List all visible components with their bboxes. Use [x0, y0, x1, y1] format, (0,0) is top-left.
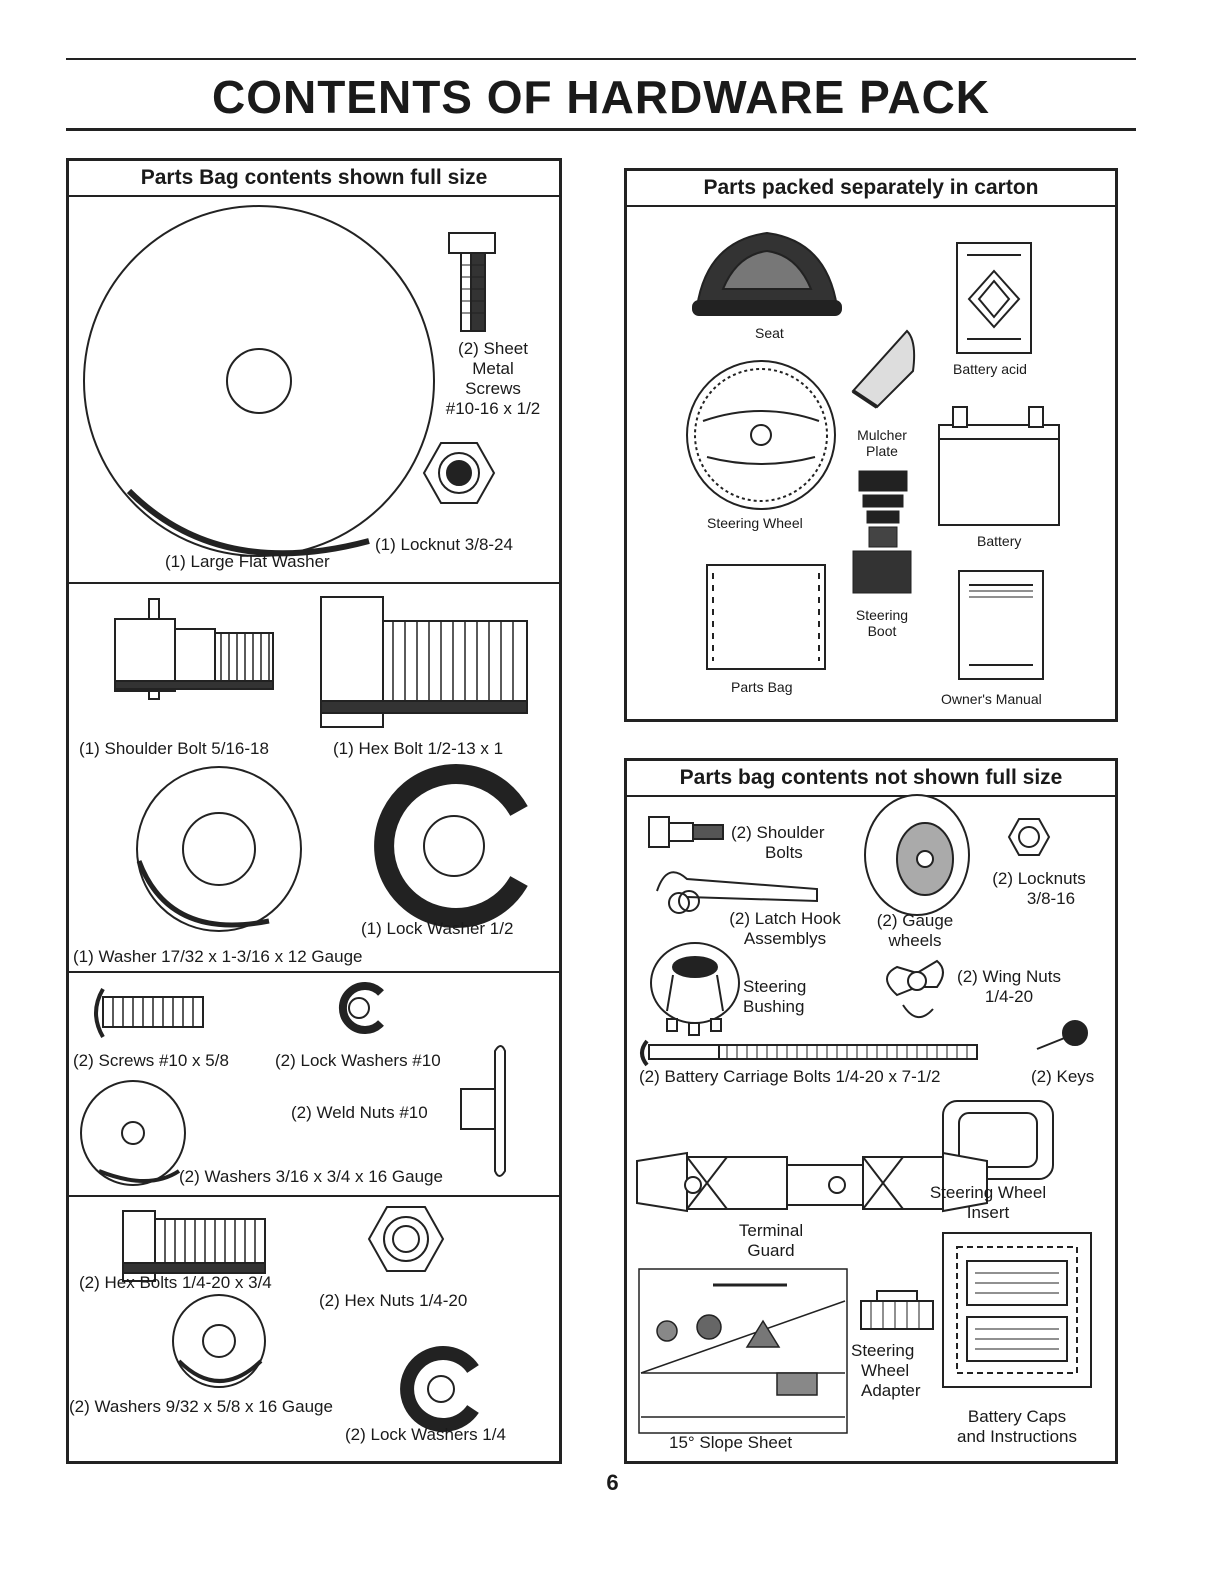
shoulder-bolt-illustration: [114, 598, 274, 700]
steering-bushing-illustration: [650, 942, 740, 1036]
washer-label: (1) Washer 17/32 x 1-3/16 x 12 Gauge: [73, 947, 363, 966]
washer-316-illustration: [80, 1080, 186, 1186]
gauge-wheel-illustration: [864, 794, 970, 916]
shoulder-bolts-illustration: [648, 816, 724, 848]
wing-nut-illustration: [886, 959, 944, 1018]
battery-acid-illustration: [956, 242, 1032, 354]
page-number: 6: [606, 1470, 619, 1495]
washers-316-label: (2) Washers 3/16 x 3/4 x 16 Gauge: [179, 1167, 443, 1186]
screw-illustration: [94, 987, 204, 1039]
hex-bolts-label: (2) Hex Bolts 1/4-20 x 3/4: [79, 1273, 272, 1292]
lock-washers-14-label: (2) Lock Washers 1/4: [345, 1425, 506, 1444]
steering-wheel-illustration: [686, 360, 836, 510]
mulcher-plate-illustration: [851, 329, 916, 409]
lock-washer-14-illustration: [400, 1346, 479, 1432]
carriage-bolts-label: (2) Battery Carriage Bolts 1/4-20 x 7-1/…: [639, 1067, 941, 1086]
battery-caps-illustration: [942, 1232, 1092, 1388]
battery-acid-label: Battery acid: [953, 361, 1027, 377]
sheet-metal-screws-label: (2) Sheet Metal Screws #10-16 x 1/2: [445, 339, 541, 418]
hex-nuts-label: (2) Hex Nuts 1/4-20: [319, 1291, 468, 1310]
not-full-size-illustrations: [636, 794, 1092, 1434]
large-flat-washer-illustration: [83, 205, 435, 557]
key-illustration: [1036, 1020, 1088, 1050]
panel-header: Parts Bag contents shown full size: [69, 161, 559, 197]
section-divider: [69, 1195, 559, 1197]
panel-header: Parts packed separately in carton: [627, 171, 1115, 207]
locknut-label: (1) Locknut 3/8-24: [375, 535, 513, 554]
steering-wheel-adapter-label: Steering Wheel Adapter: [851, 1341, 921, 1400]
sheet-metal-screw-illustration: [448, 232, 496, 332]
page-title: CONTENTS OF HARDWARE PACK: [211, 71, 991, 123]
title-underline: [66, 128, 1136, 131]
steering-wheel-insert-label: Steering Wheel Insert: [929, 1183, 1047, 1222]
owners-manual-illustration: [958, 570, 1044, 680]
washer-932-illustration: [172, 1294, 266, 1388]
washers-932-label: (2) Washers 9/32 x 5/8 x 16 Gauge: [69, 1397, 333, 1416]
section-divider: [69, 971, 559, 973]
slope-sheet-label: 15° Slope Sheet: [669, 1433, 793, 1452]
hex-bolts-illustration: [122, 1210, 266, 1282]
parts-bag-label: Parts Bag: [731, 679, 793, 695]
locknuts-illustration: [1007, 818, 1051, 856]
terminal-guard-illustration: [636, 1151, 988, 1213]
locknuts-label: (2) Locknuts 3/8-16: [992, 869, 1086, 908]
locknut-illustration: [422, 442, 496, 504]
latch-hook-illustration: [656, 871, 818, 914]
steering-bushing-label: Steering Bushing: [743, 977, 807, 1016]
parts-illustrations: [80, 205, 528, 1432]
parts-bag-illustration: [706, 564, 826, 670]
lock-washers-10-label: (2) Lock Washers #10: [275, 1051, 441, 1070]
panel-header: Parts bag contents not shown full size: [627, 761, 1115, 797]
terminal-guard-label: Terminal Guard: [738, 1221, 804, 1260]
keys-label: (2) Keys: [1031, 1067, 1095, 1086]
steering-boot-label: Steering Boot: [855, 607, 909, 639]
hex-bolt-label: (1) Hex Bolt 1/2-13 x 1: [333, 739, 504, 758]
battery-caps-label: Battery Caps and Instructions: [956, 1407, 1077, 1446]
hex-bolt-illustration: [320, 596, 528, 728]
battery-illustration: [938, 406, 1060, 526]
lock-washer-label: (1) Lock Washer 1/2: [361, 919, 514, 938]
carriage-bolt-illustration: [640, 1039, 978, 1067]
section-divider: [69, 582, 559, 584]
hex-nut-illustration: [367, 1206, 445, 1272]
large-flat-washer-label: (1) Large Flat Washer: [165, 552, 330, 571]
top-rule: [66, 58, 1136, 60]
latch-hook-label: (2) Latch Hook Assemblys: [729, 909, 841, 948]
steering-boot-illustration: [852, 470, 912, 594]
weld-nuts-label: (2) Weld Nuts #10: [291, 1103, 428, 1122]
shoulder-bolt-label: (1) Shoulder Bolt 5/16-18: [79, 739, 269, 758]
lock-washer-10-illustration: [338, 982, 384, 1034]
screws-label: (2) Screws #10 x 5/8: [73, 1051, 229, 1070]
mulcher-plate-label: Mulcher Plate: [857, 427, 907, 459]
weld-nut-illustration: [460, 1045, 506, 1177]
lock-washer-illustration: [374, 764, 528, 928]
owners-manual-label: Owner's Manual: [941, 691, 1042, 707]
parts-bag-not-full-size-panel: Parts bag contents not shown full size: [624, 758, 1118, 1464]
seat-illustration: [692, 231, 842, 316]
seat-label: Seat: [755, 325, 784, 341]
gauge-wheels-label: (2) Gauge wheels: [876, 911, 954, 950]
steering-wheel-adapter-illustration: [860, 1290, 934, 1330]
carton-parts-illustrations: [686, 231, 1060, 680]
slope-sheet-illustration: [638, 1268, 848, 1434]
washer-illustration: [136, 766, 302, 932]
wing-nuts-label: (2) Wing Nuts 1/4-20: [957, 967, 1061, 1006]
shoulder-bolts-label: (2) Shoulder Bolts: [731, 823, 825, 862]
battery-label: Battery: [977, 533, 1022, 549]
parts-bag-full-size-panel: Parts Bag contents shown full size: [66, 158, 562, 1464]
steering-wheel-label: Steering Wheel: [707, 515, 803, 531]
parts-packed-separately-panel: Parts packed separately in carton: [624, 168, 1118, 722]
